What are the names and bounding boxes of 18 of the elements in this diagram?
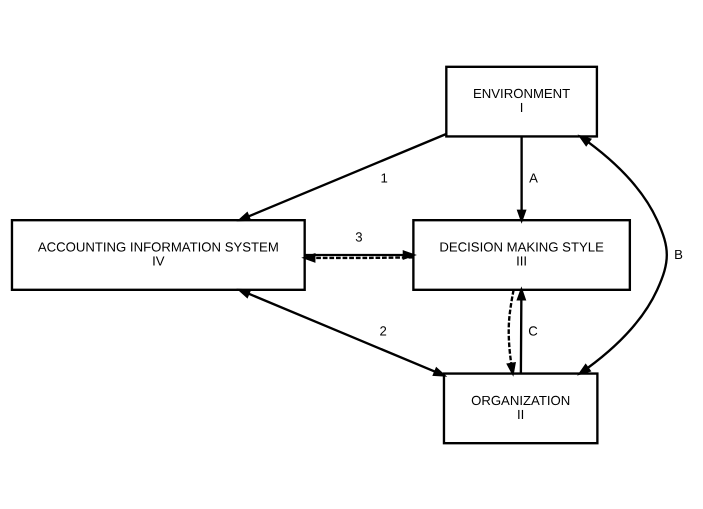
edge-label: A <box>529 170 538 185</box>
arrow <box>301 252 414 262</box>
arrow <box>577 134 668 376</box>
node-box: ENVIRONMENT I <box>445 65 598 138</box>
arrow <box>516 136 527 224</box>
edge-label: 1 <box>380 170 388 185</box>
node-box: ORGANIZATION II <box>442 372 599 444</box>
arrow <box>236 132 446 222</box>
arrow <box>236 288 448 376</box>
edge-label: 2 <box>380 323 387 338</box>
edge-label: 3 <box>355 229 363 244</box>
arrow <box>506 289 516 376</box>
node-box: ACCOUNTING INFORMATION SYSTEM IV <box>10 218 306 290</box>
node-box: DECISION MAKING STYLE III <box>412 218 632 290</box>
edge-label: B <box>674 246 683 262</box>
edge-label: C <box>528 323 538 338</box>
arrow <box>304 250 417 260</box>
arrow <box>516 286 526 374</box>
